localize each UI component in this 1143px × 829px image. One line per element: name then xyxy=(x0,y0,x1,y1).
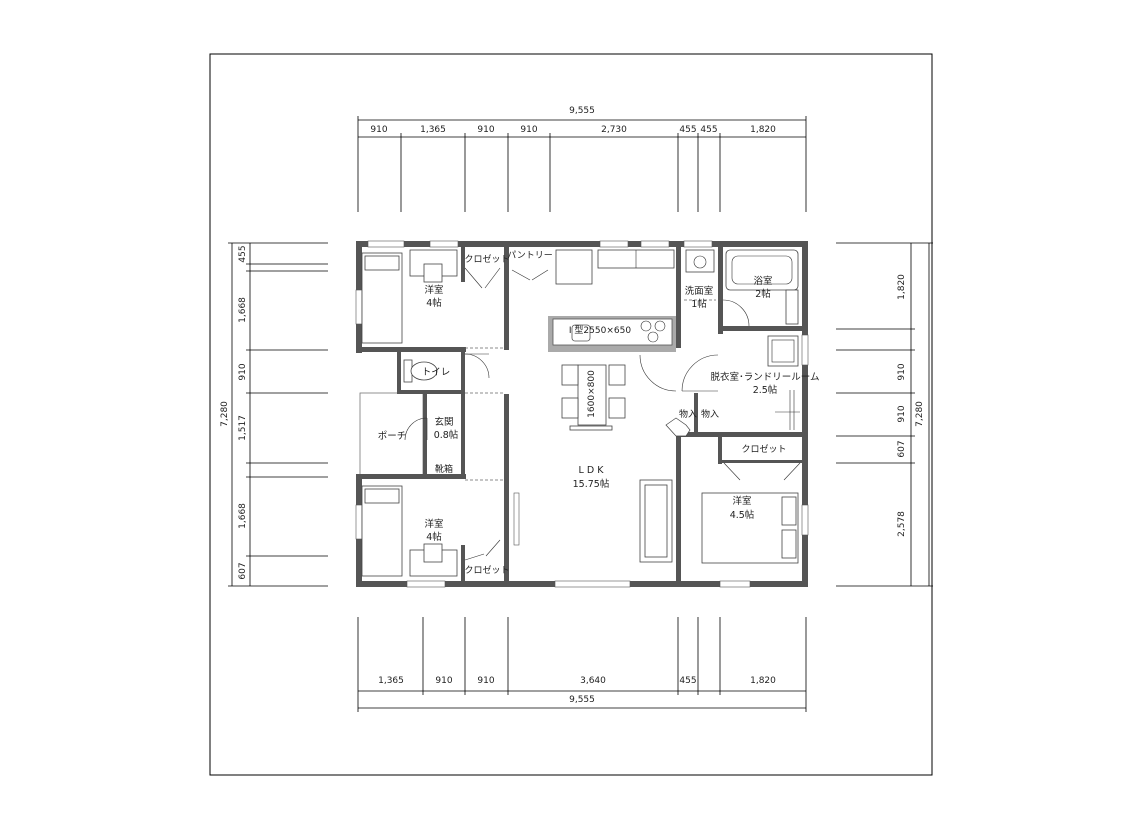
top-total-dim: 9,555 xyxy=(569,106,595,116)
sheet-frame xyxy=(209,53,933,776)
bed-right xyxy=(701,492,799,564)
left-dim-3: 910 xyxy=(238,363,248,380)
top-dim-2: 1,365 xyxy=(420,125,446,135)
top-dim-8: 1,820 xyxy=(750,125,776,135)
label-ldk-size: 15.75帖 xyxy=(573,478,610,490)
right-dim-1: 1,820 xyxy=(897,274,907,300)
label-yoshitsu-right: 洋室 xyxy=(732,495,751,507)
closet-top-doors xyxy=(464,267,504,349)
fridge xyxy=(555,249,593,285)
right-dim-3: 910 xyxy=(897,405,907,422)
top-dim-7: 455 xyxy=(700,125,717,135)
door-swings xyxy=(404,299,750,441)
label-kutsubako: 靴箱 xyxy=(435,463,453,475)
label-yoshitsu-bottom: 洋室 xyxy=(424,518,443,530)
kitchen-island xyxy=(548,316,676,352)
label-yoshitsu-top: 洋室 xyxy=(424,284,443,296)
stove-icon xyxy=(640,320,666,343)
right-total-dim: 7,280 xyxy=(915,401,925,427)
dining-table xyxy=(577,364,607,426)
label-datsui: 脱衣室･ランドリールーム xyxy=(711,371,820,383)
label-genkan: 玄関 xyxy=(434,416,453,428)
right-dim-4: 607 xyxy=(897,440,907,457)
left-dimensions: 455 1,668 910 1,517 1,668 607 7,280 xyxy=(220,242,328,587)
label-ldk: L D K xyxy=(579,465,605,476)
top-dim-6: 455 xyxy=(679,125,696,135)
label-pantry: パントリー xyxy=(507,250,552,261)
bottom-dim-3: 910 xyxy=(477,676,494,686)
top-dim-1: 910 xyxy=(370,125,387,135)
label-toilet: トイレ xyxy=(422,367,451,378)
sofa xyxy=(639,479,673,563)
room-labels: 洋室 4帖 クロゼット パントリー I 型2550×650 1600×800 洗… xyxy=(378,250,820,576)
right-dim-2: 910 xyxy=(897,363,907,380)
wash-basin xyxy=(685,249,715,273)
label-kitchen: I 型2550×650 xyxy=(569,325,631,336)
toilet-fixture xyxy=(403,359,438,383)
label-monoire-1: 物入 xyxy=(679,408,697,420)
left-dim-2: 1,668 xyxy=(238,297,248,323)
bottom-dim-5: 455 xyxy=(679,676,696,686)
right-dim-5: 2,578 xyxy=(897,511,907,537)
closet-right-doors xyxy=(723,462,801,481)
label-datsui-size: 2.5帖 xyxy=(753,384,778,396)
top-dim-3: 910 xyxy=(477,125,494,135)
bottom-dim-2: 910 xyxy=(435,676,452,686)
label-senmen: 洗面室 xyxy=(685,285,714,297)
back-counter xyxy=(597,249,675,269)
porch-area xyxy=(359,392,424,478)
pantry-door xyxy=(511,269,549,281)
label-yoshitsu-right-size: 4.5帖 xyxy=(730,509,755,521)
sink-icon xyxy=(571,324,591,342)
bed-top xyxy=(361,252,403,344)
left-dim-5: 1,668 xyxy=(238,503,248,529)
left-dim-4: 1,517 xyxy=(238,415,248,441)
label-yokushitsu: 浴室 xyxy=(753,275,772,287)
bottom-dim-6: 1,820 xyxy=(750,676,776,686)
label-senmen-size: 1帖 xyxy=(691,298,707,310)
desk-bottom xyxy=(409,543,458,577)
bottom-dim-4: 3,640 xyxy=(580,676,606,686)
left-dim-1: 455 xyxy=(238,245,248,262)
right-dimensions: 1,820 910 910 607 2,578 7,280 xyxy=(836,242,933,587)
basin-bowl-icon xyxy=(693,255,707,269)
label-yokushitsu-size: 2帖 xyxy=(755,288,771,300)
laundry-shelf xyxy=(775,390,800,430)
bottom-total-dim: 9,555 xyxy=(569,695,595,705)
label-table: 1600×800 xyxy=(587,370,597,418)
washing-machine xyxy=(767,335,799,367)
label-monoire-2: 物入 xyxy=(701,408,719,420)
left-dim-6: 607 xyxy=(238,562,248,579)
top-dim-4: 910 xyxy=(520,125,537,135)
label-closet-right: クロゼット xyxy=(741,443,786,455)
top-dimensions: 9,555 910 1,365 910 910 2,730 455 455 1,… xyxy=(357,106,807,212)
bathtub xyxy=(725,249,799,325)
label-yoshitsu-top-size: 4帖 xyxy=(426,297,442,309)
label-yoshitsu-bottom-size: 4帖 xyxy=(426,531,442,543)
desk-top xyxy=(409,249,458,283)
top-dim-5: 2,730 xyxy=(601,125,627,135)
left-total-dim: 7,280 xyxy=(220,401,230,427)
label-porch: ポーチ xyxy=(378,431,407,442)
windows xyxy=(355,240,809,588)
bottom-dimensions: 1,365 910 910 3,640 455 1,820 9,555 xyxy=(357,617,807,712)
dining-chairs xyxy=(561,364,626,431)
bottom-dim-1: 1,365 xyxy=(378,676,404,686)
label-genkan-size: 0.8帖 xyxy=(434,429,459,441)
closet-bottom-doors xyxy=(464,479,504,561)
label-closet-bottom: クロゼット xyxy=(464,564,509,576)
label-closet-top: クロゼット xyxy=(464,253,509,265)
bed-bottom xyxy=(361,485,403,577)
